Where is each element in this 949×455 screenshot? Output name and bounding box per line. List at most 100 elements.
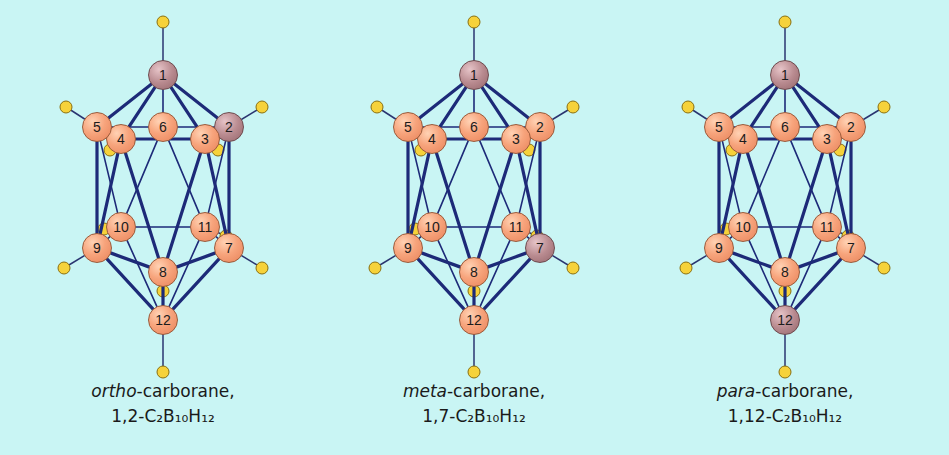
atom-number: 8	[781, 265, 789, 279]
boron-atom: 9	[82, 233, 112, 263]
boron-atom: 8	[770, 257, 800, 287]
atom-number: 7	[847, 241, 855, 255]
boron-atom: 11	[190, 212, 220, 242]
boron-atom: 11	[501, 212, 531, 242]
bond-line	[849, 142, 852, 233]
atom-number: 3	[512, 132, 520, 146]
boron-atom: 7	[214, 233, 244, 263]
atom-number: 2	[225, 120, 233, 134]
bond-line	[791, 141, 821, 213]
boron-atom: 11	[812, 212, 842, 242]
bond-line	[420, 84, 462, 117]
boron-atom: 10	[106, 212, 136, 242]
compound-name: para-carborane,	[635, 381, 935, 401]
atom-number: 11	[198, 220, 213, 234]
bond-line	[749, 141, 779, 213]
bond-line	[227, 142, 230, 233]
bond-line	[784, 90, 786, 112]
bond-line	[783, 287, 786, 305]
bond-line	[731, 84, 773, 117]
atom-number: 7	[225, 241, 233, 255]
atom-number: 9	[93, 241, 101, 255]
atom-number: 9	[715, 241, 723, 255]
bond-line	[799, 253, 837, 267]
boron-atom: 7	[836, 233, 866, 263]
bond-line	[177, 253, 215, 267]
atom-number: 3	[201, 132, 209, 146]
atom-number: 6	[470, 120, 478, 134]
boron-atom: 6	[459, 112, 489, 142]
bond-line	[162, 90, 164, 112]
bond-line	[717, 142, 720, 233]
bond-line	[95, 142, 98, 233]
atom-number: 10	[424, 220, 440, 234]
boron-atom: 3	[812, 124, 842, 154]
boron-atom: 10	[417, 212, 447, 242]
bond-line	[472, 287, 475, 305]
formula: 1,12-C₂B₁₀H₁₂	[635, 406, 935, 426]
boron-atom: 8	[148, 257, 178, 287]
atom-number: 6	[781, 120, 789, 134]
bond-line	[161, 287, 164, 305]
atom-number: 7	[536, 241, 544, 255]
compound-name: ortho-carborane,	[13, 381, 313, 401]
atom-number: 5	[93, 120, 101, 134]
carbon-atom: 1	[148, 60, 178, 90]
atom-number: 2	[536, 120, 544, 134]
bond-line	[438, 141, 468, 213]
bond-line	[406, 142, 409, 233]
atom-number: 6	[159, 120, 167, 134]
boron-atom: 5	[82, 112, 112, 142]
atom-number: 12	[466, 313, 482, 327]
bond-line	[422, 253, 460, 267]
carbon-atom: 1	[459, 60, 489, 90]
atom-number: 11	[509, 220, 524, 234]
atom-number: 1	[470, 68, 478, 82]
boron-atom: 6	[148, 112, 178, 142]
boron-atom: 9	[393, 233, 423, 263]
boron-atom: 12	[459, 305, 489, 335]
bond-line	[758, 226, 812, 228]
atom-number: 2	[847, 120, 855, 134]
boron-atom: 8	[459, 257, 489, 287]
boron-atom: 5	[704, 112, 734, 142]
atom-number: 12	[155, 313, 171, 327]
boron-atom: 9	[704, 233, 734, 263]
boron-atom: 3	[501, 124, 531, 154]
atom-number: 9	[404, 241, 412, 255]
atom-number: 4	[428, 132, 436, 146]
bond-line	[733, 253, 771, 267]
bond-line	[480, 141, 510, 213]
atom-number: 3	[823, 132, 831, 146]
atom-number: 5	[715, 120, 723, 134]
carbon-atom: 12	[770, 305, 800, 335]
boron-atom: 12	[148, 305, 178, 335]
atom-number: 4	[117, 132, 125, 146]
bond-line	[169, 141, 199, 213]
bond-line	[473, 90, 475, 112]
atom-number: 10	[113, 220, 129, 234]
boron-atom: 3	[190, 124, 220, 154]
atom-number: 5	[404, 120, 412, 134]
bond-line	[111, 253, 149, 267]
atom-number: 8	[159, 265, 167, 279]
bond-line	[538, 142, 541, 233]
boron-atom: 10	[728, 212, 758, 242]
compound-name: meta-carborane,	[324, 381, 624, 401]
formula: 1,2-C₂B₁₀H₁₂	[13, 406, 313, 426]
atom-number: 10	[735, 220, 751, 234]
atom-number: 4	[739, 132, 747, 146]
atom-number: 1	[159, 68, 167, 82]
atom-number: 8	[470, 265, 478, 279]
bond-line	[447, 226, 501, 228]
bond-line	[488, 253, 526, 267]
atom-number: 1	[781, 68, 789, 82]
boron-atom: 6	[770, 112, 800, 142]
carbon-atom: 1	[770, 60, 800, 90]
bond-line	[109, 84, 151, 117]
formula: 1,7-C₂B₁₀H₁₂	[324, 406, 624, 426]
bond-line	[136, 226, 190, 228]
bond-line	[127, 141, 157, 213]
atom-number: 12	[777, 313, 793, 327]
